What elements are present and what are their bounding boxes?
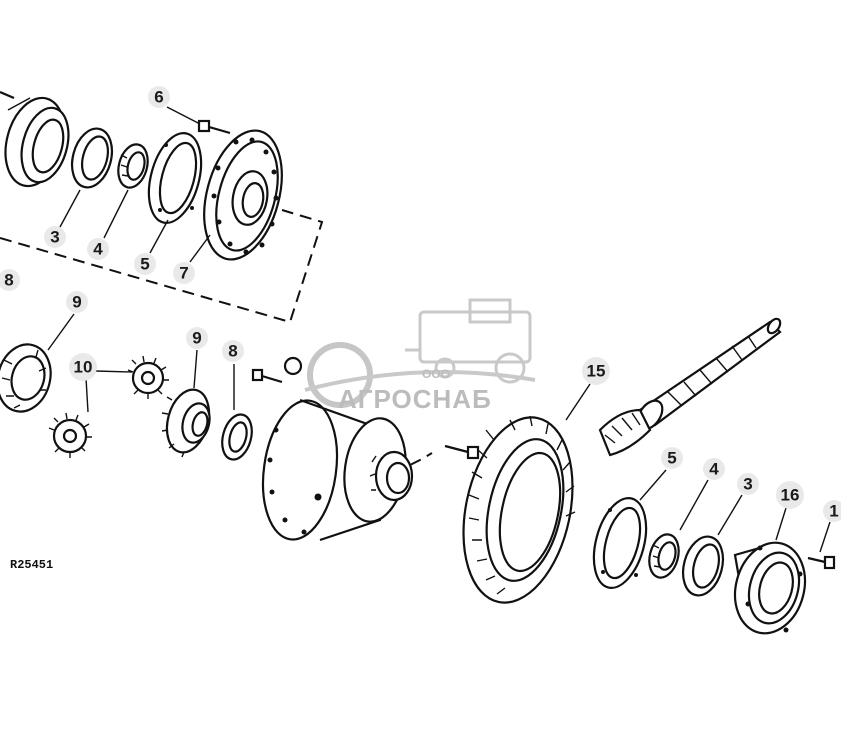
svg-text:3: 3 — [743, 475, 752, 494]
bearing-cup-part-3-bottom — [681, 535, 725, 597]
callout-5-bottom: 5 — [661, 447, 683, 469]
svg-text:9: 9 — [72, 293, 81, 312]
svg-text:3: 3 — [50, 228, 59, 247]
svg-text:16: 16 — [781, 486, 800, 505]
drive-pinion-shaft-part-15 — [598, 317, 782, 457]
side-gear-part-9-middle — [161, 388, 211, 458]
watermark-company-name: АГРОСНАБ — [338, 384, 492, 414]
svg-text:15: 15 — [587, 362, 606, 381]
bearing-cup-part-3-top — [70, 127, 114, 189]
cap-screw-part-1-right — [807, 555, 836, 570]
figure-reference-code: R25451 — [10, 558, 53, 572]
watermark-gear-icon — [307, 342, 373, 408]
callout-labels: 6 3 4 5 7 8 9 10 — [0, 86, 841, 522]
small-ring-near-case — [283, 356, 303, 376]
svg-text:7: 7 — [179, 264, 188, 283]
callout-3-bottom: 3 — [737, 473, 759, 495]
bolt-part-top-left — [0, 90, 15, 100]
watermark-swoosh — [304, 370, 536, 392]
callout-10: 10 — [69, 353, 97, 381]
callout-6-top: 6 — [148, 86, 170, 108]
svg-text:8: 8 — [4, 271, 13, 290]
svg-text:4: 4 — [93, 240, 103, 259]
callout-9-middle: 9 — [186, 327, 208, 349]
callout-1-edge: 1 — [823, 500, 841, 522]
svg-text:5: 5 — [667, 449, 676, 468]
ring-gear-teeth — [468, 415, 576, 595]
pinion-gear-part-10-lower — [48, 412, 92, 458]
assembly-dashed-outline — [0, 209, 324, 324]
differential-case — [261, 398, 433, 542]
thrust-washer-part-8 — [221, 413, 253, 461]
watermark-harvester-icon — [405, 298, 532, 384]
svg-text:8: 8 — [228, 342, 237, 361]
ring-gear — [462, 415, 576, 604]
svg-text:6: 6 — [154, 88, 163, 107]
callout-4-bottom: 4 — [703, 458, 725, 480]
svg-text:1: 1 — [829, 502, 838, 521]
callout-16: 16 — [776, 481, 804, 509]
shim-part-5-bottom — [592, 497, 648, 589]
carrier-flange-part-7 — [203, 129, 283, 261]
svg-text:4: 4 — [709, 460, 719, 479]
cone-bearing-part-4-bottom — [648, 533, 680, 579]
pinion-gear-part-10-upper — [127, 355, 169, 399]
bearing-quill-part-16 — [733, 541, 807, 635]
bearing-housing-top — [4, 96, 70, 188]
cone-bearing-part-4-top — [117, 143, 149, 189]
svg-text:10: 10 — [74, 358, 93, 377]
bolt-near-case — [251, 368, 283, 384]
callout-8-left: 8 — [0, 269, 20, 291]
flange-bolt-holes — [211, 137, 279, 255]
case-bolt-holes — [267, 427, 322, 535]
shim-part-5-top — [147, 132, 203, 224]
callout-7: 7 — [173, 262, 195, 284]
callout-15: 15 — [582, 357, 610, 385]
callout-3-top: 3 — [44, 226, 66, 248]
callout-5-top: 5 — [134, 253, 156, 275]
side-gear-part-9-left — [0, 343, 52, 413]
svg-text:9: 9 — [192, 329, 201, 348]
ring-gear-bolt — [444, 444, 480, 460]
callout-4-top: 4 — [87, 238, 109, 260]
cap-screw-part-6 — [197, 119, 231, 135]
svg-text:5: 5 — [140, 255, 149, 274]
leader-lines — [47, 106, 831, 553]
callout-8-middle: 8 — [222, 340, 244, 362]
watermark-company-prefix: ООО — [422, 367, 450, 381]
watermark: ООО АГРОСНАБ — [304, 298, 536, 414]
callout-9-left: 9 — [66, 291, 88, 313]
